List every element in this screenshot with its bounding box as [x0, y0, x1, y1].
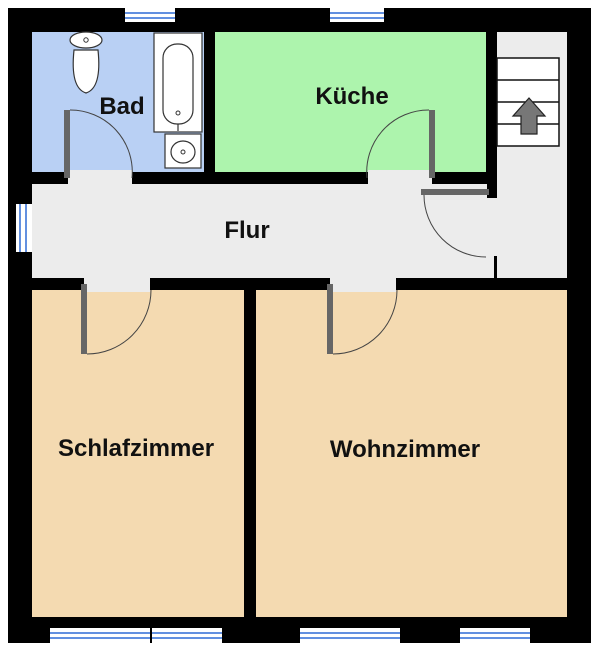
- room-kueche: [215, 32, 486, 172]
- label-schlafzimmer: Schlafzimmer: [58, 435, 214, 462]
- sink-icon: [164, 133, 202, 169]
- room-wohnzimmer: [256, 290, 567, 617]
- door-kueche: [366, 109, 435, 179]
- stair-opening-bottom: [486, 256, 494, 278]
- label-flur: Flur: [224, 217, 269, 244]
- door-gap-schlafzimmer: [84, 276, 150, 292]
- label-kueche: Küche: [315, 83, 388, 110]
- door-schlafzimmer: [81, 284, 152, 355]
- bathtub-icon: [153, 32, 203, 133]
- stair-opening: [486, 198, 498, 256]
- toilet-icon: [69, 31, 103, 94]
- label-bad: Bad: [99, 93, 144, 120]
- flur-window: [16, 204, 32, 252]
- door-gap-bad: [68, 170, 132, 186]
- room-flur: [32, 184, 487, 278]
- door-bad: [64, 109, 133, 179]
- door-gap-kueche: [368, 170, 432, 186]
- room-schlafzimmer: [32, 290, 244, 617]
- stair-arrow-icon: [511, 97, 547, 135]
- staircase: [496, 57, 560, 147]
- door-stair: [421, 189, 489, 258]
- door-gap-wohnzimmer: [330, 276, 396, 292]
- label-wohnzimmer: Wohnzimmer: [330, 436, 480, 463]
- top-windows: [125, 8, 384, 22]
- bottom-windows: [50, 628, 530, 643]
- door-wohnzimmer: [327, 284, 398, 355]
